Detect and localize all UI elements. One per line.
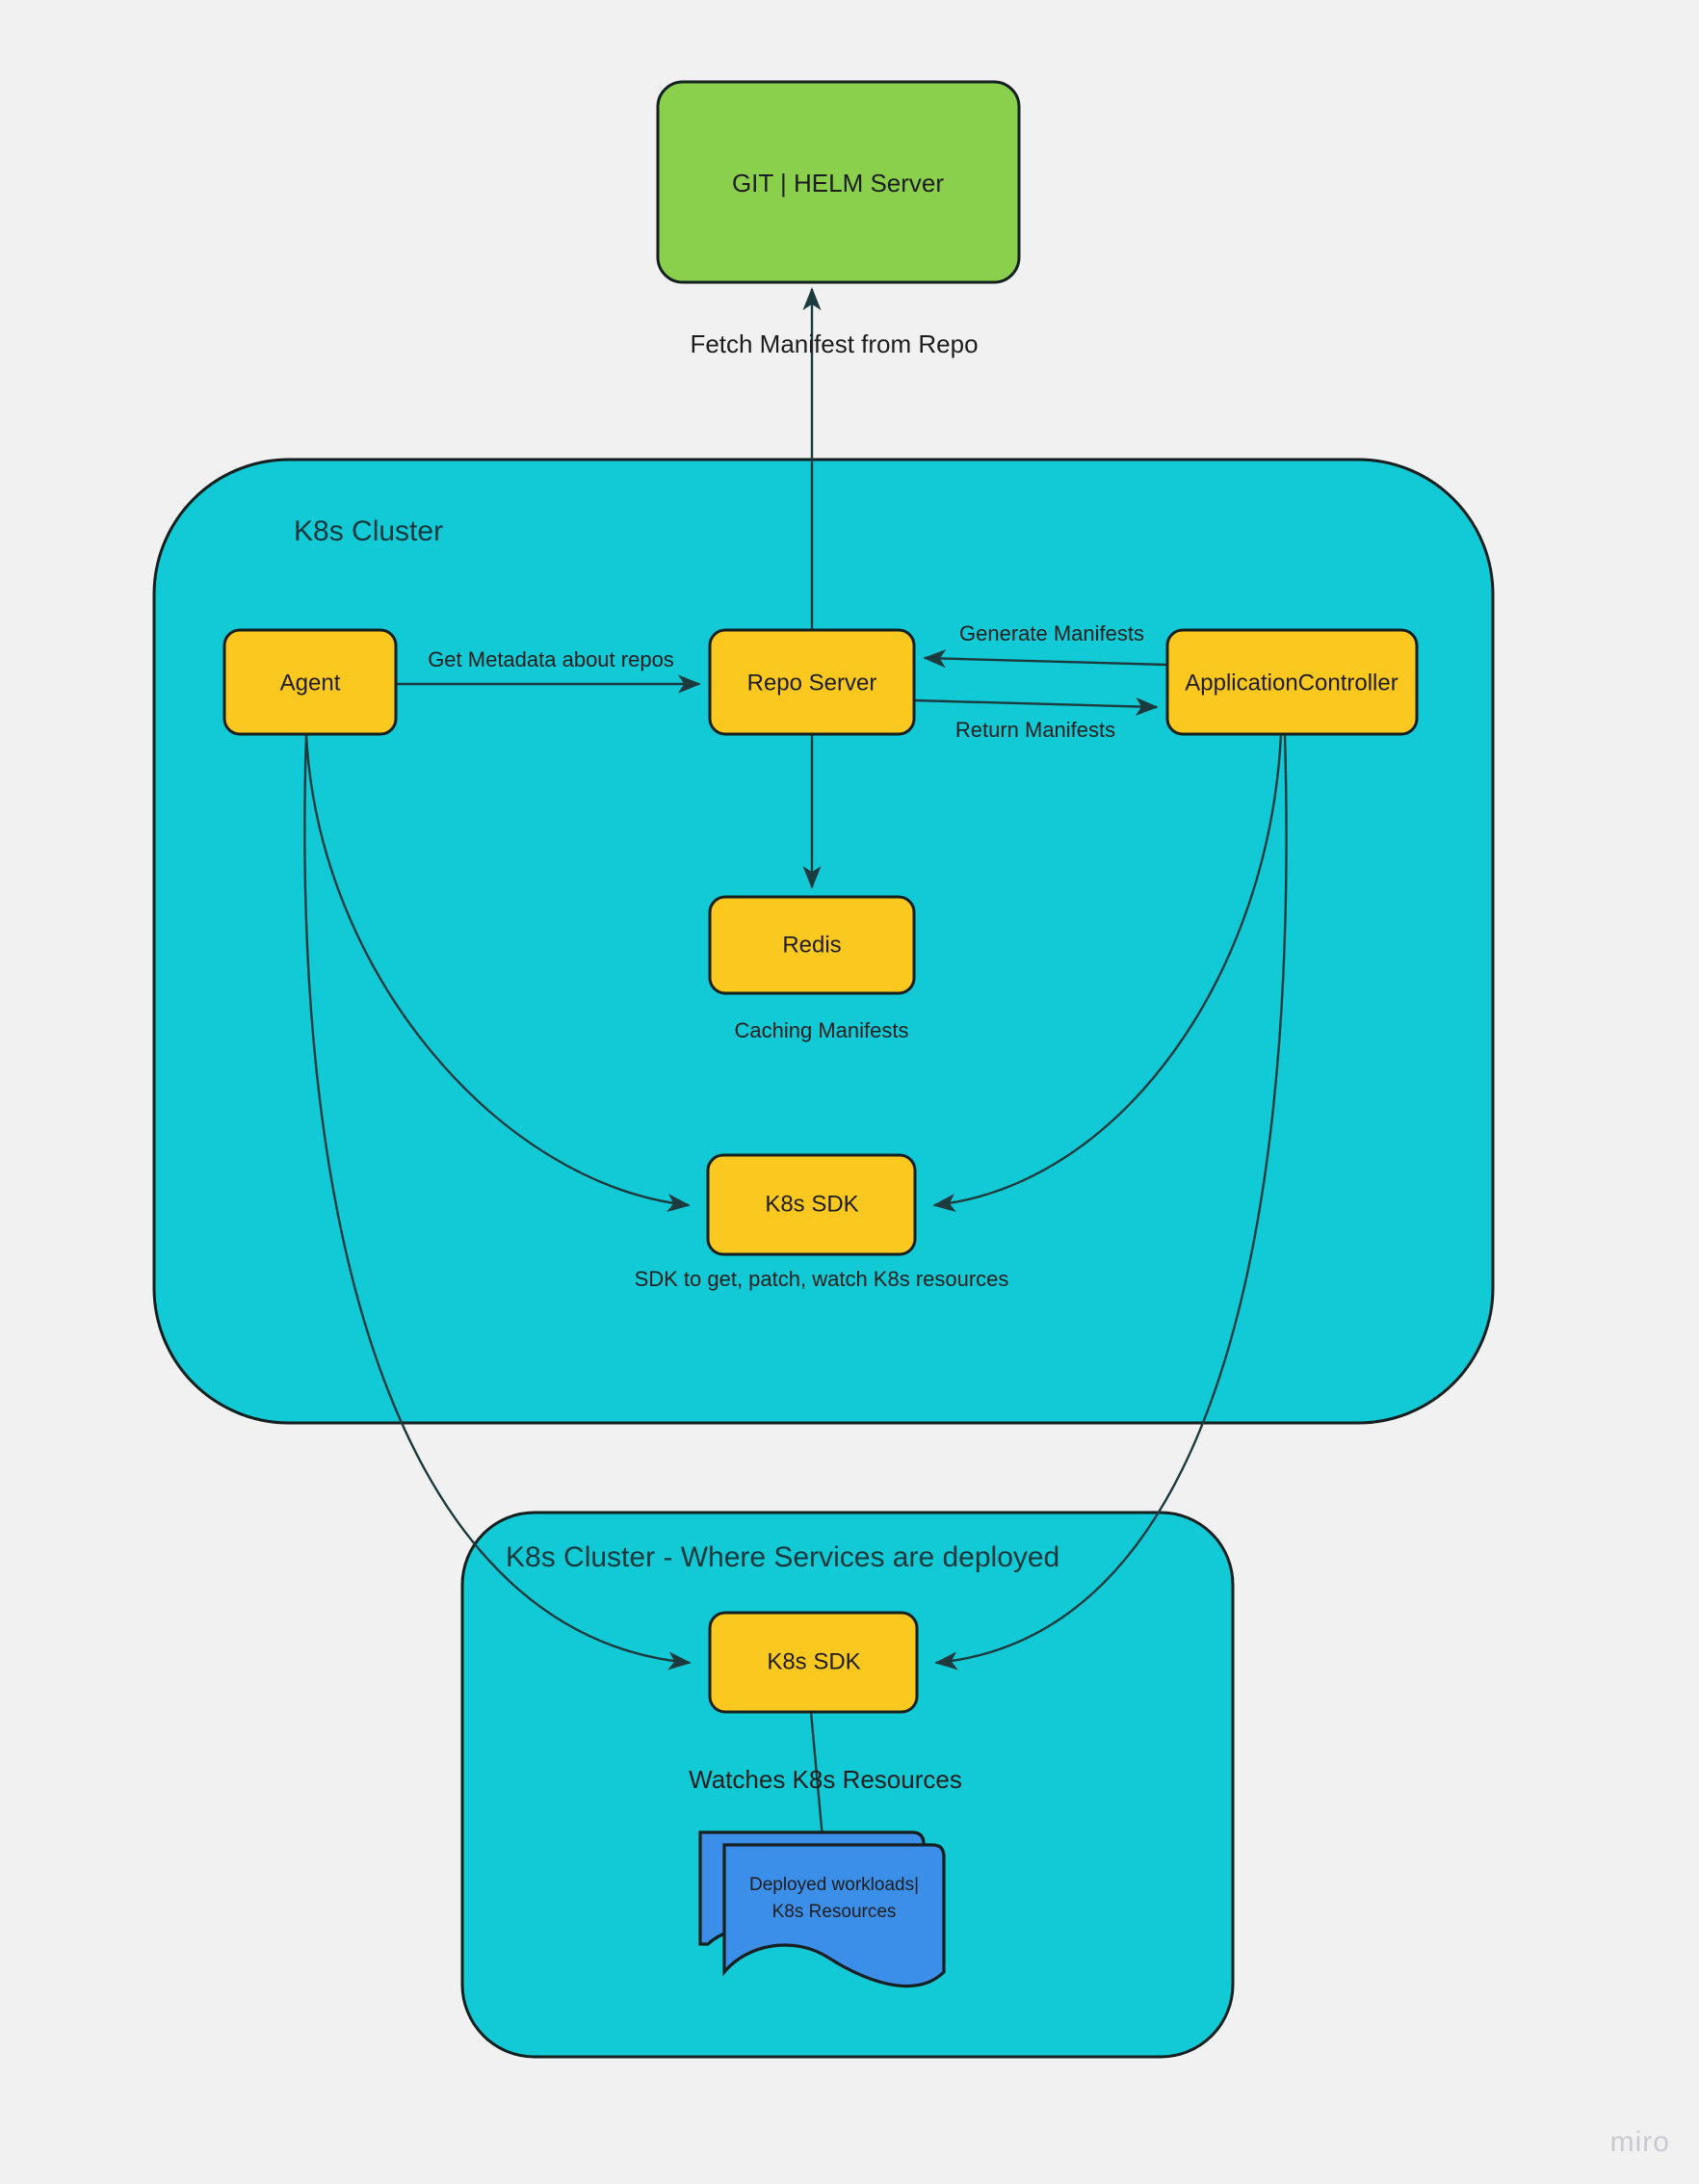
- edge-application-controller-to-repo-server[interactable]: [923, 649, 1168, 669]
- k8s-sdk-main-shape[interactable]: [706, 1153, 917, 1256]
- k8s-sdk-services-shape[interactable]: [708, 1611, 919, 1714]
- node-k8s-sdk-main[interactable]: K8s SDK: [706, 1153, 917, 1256]
- edge-label-sdk-to-get-patch-watch: SDK to get, patch, watch K8s resources: [635, 1267, 1009, 1291]
- node-k8s-sdk-services[interactable]: K8s SDK: [708, 1611, 919, 1714]
- node-git-helm-server[interactable]: GIT | HELM Server: [656, 80, 1021, 284]
- k8s-cluster-main-title: K8s Cluster: [294, 515, 443, 547]
- edge-label-generate-manifests: Generate Manifests: [959, 621, 1144, 645]
- edge-application-controller-to-k8s-sdk-services[interactable]: [934, 733, 1288, 1671]
- edge-repo-server-to-application-controller[interactable]: [913, 697, 1159, 716]
- edge-agent-to-k8s-sdk-main[interactable]: [304, 733, 691, 1213]
- container-k8s-cluster-services[interactable]: K8s Cluster - Where Services are deploye…: [460, 1511, 1235, 2059]
- node-deployed-workloads[interactable]: Deployed workloads| K8s Resources: [698, 1830, 946, 1988]
- redis-label: Redis: [782, 932, 841, 958]
- miro-watermark: miro: [1609, 2126, 1670, 2158]
- agent-shape[interactable]: [222, 628, 398, 736]
- edge-application-controller-to-k8s-sdk-main[interactable]: [932, 733, 1283, 1213]
- k8s-cluster-services-title: K8s Cluster - Where Services are deploye…: [506, 1541, 1059, 1573]
- deployed-workloads-front-sheet[interactable]: [722, 1843, 946, 1988]
- repo-server-label: Repo Server: [747, 670, 877, 696]
- node-repo-server[interactable]: Repo Server: [708, 628, 916, 736]
- repo-server-shape[interactable]: [708, 628, 916, 736]
- k8s-cluster-services-shape[interactable]: [460, 1511, 1235, 2059]
- redis-shape[interactable]: [708, 895, 916, 995]
- node-agent[interactable]: Agent: [222, 628, 398, 736]
- edge-label-caching-manifests: Caching Manifests: [735, 1018, 909, 1042]
- edge-agent-to-k8s-sdk-services[interactable]: [303, 733, 692, 1671]
- agent-label: Agent: [280, 670, 341, 696]
- git-helm-server-shape[interactable]: [656, 80, 1021, 284]
- edge-label-return-manifests: Return Manifests: [955, 718, 1115, 742]
- application-controller-label: ApplicationController: [1185, 670, 1398, 696]
- deployed-workloads-label-line2: K8s Resources: [772, 1902, 897, 1922]
- edge-label-watches-k8s-resources: Watches K8s Resources: [689, 1765, 962, 1794]
- k8s-sdk-main-label: K8s SDK: [765, 1191, 858, 1217]
- application-controller-shape[interactable]: [1165, 628, 1419, 736]
- node-application-controller[interactable]: ApplicationController: [1165, 628, 1419, 736]
- edge-label-fetch-manifest-from-repo: Fetch Manifest from Repo: [690, 329, 978, 358]
- git-helm-server-label: GIT | HELM Server: [732, 169, 944, 197]
- k8s-sdk-services-label: K8s SDK: [767, 1648, 860, 1674]
- node-redis[interactable]: Redis: [708, 895, 916, 995]
- deployed-workloads-label-line1: Deployed workloads|: [749, 1875, 919, 1895]
- edge-label-get-metadata-about-repos: Get Metadata about repos: [428, 647, 674, 671]
